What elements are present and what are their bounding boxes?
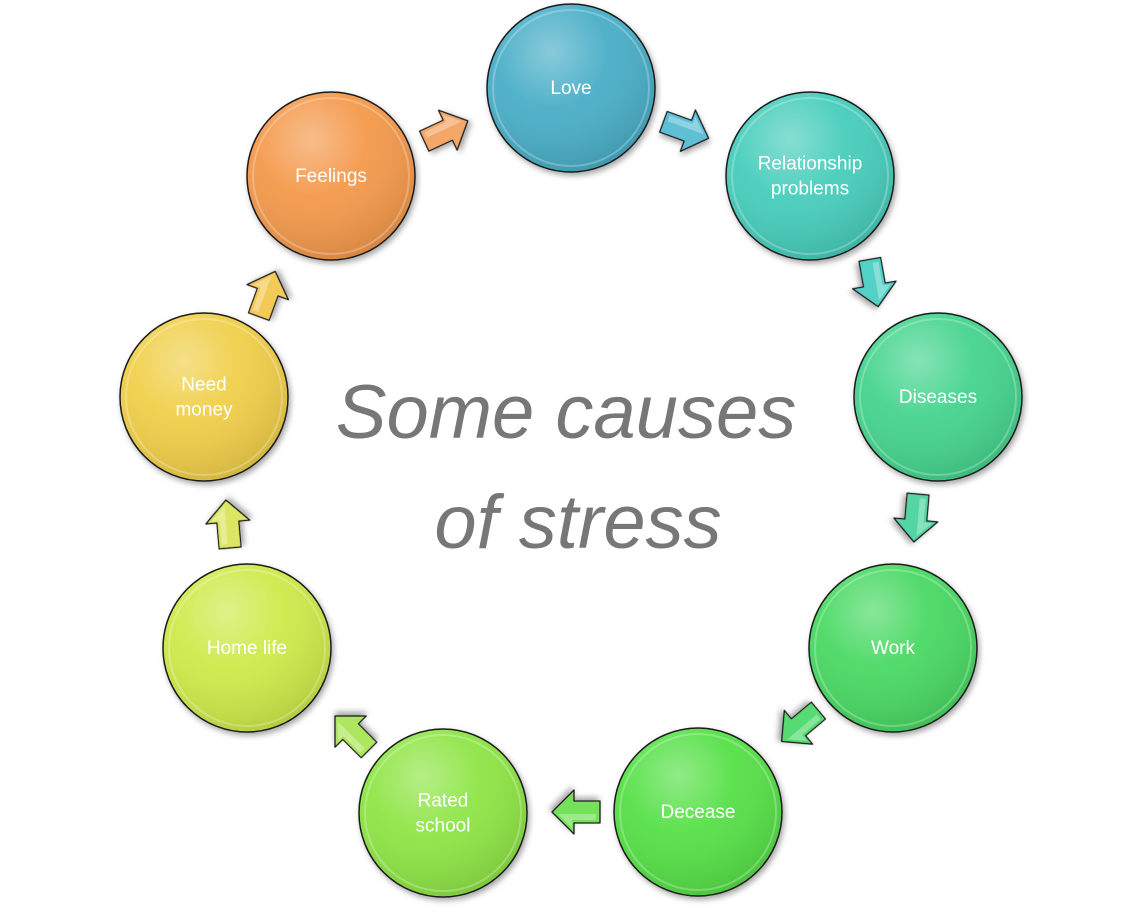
- flow-arrow-highlight: [424, 114, 462, 138]
- cause-circle-gloss: [727, 93, 893, 259]
- cause-circle-inner-ring: [492, 9, 650, 167]
- flow-arrow-icon: [205, 499, 251, 550]
- cause-circle-inner-ring: [125, 318, 283, 476]
- cause-circle-inner-ring: [364, 734, 522, 892]
- flow-arrow-highlight: [916, 498, 932, 537]
- flow-arrow-icon: [852, 256, 897, 308]
- cause-label: Need: [181, 375, 226, 396]
- cause-circle-inner-ring: [859, 318, 1017, 476]
- flow-arrow-highlight: [337, 721, 365, 753]
- cause-circle-gloss: [360, 730, 526, 896]
- flow-arrow-highlight: [252, 276, 272, 313]
- cause-circle-inner-ring: [252, 97, 410, 255]
- cause-label: money: [175, 400, 233, 421]
- title-line-1: Some causes: [336, 370, 796, 455]
- flow-arrow-shape: [205, 499, 251, 550]
- cause-circle-inner-ring: [814, 569, 972, 727]
- cause-circle-inner-ring: [619, 733, 777, 891]
- flow-arrow-shape: [418, 109, 469, 152]
- arrow-group: [205, 109, 939, 835]
- cause-circle-gloss: [855, 314, 1021, 480]
- cause-label: school: [416, 816, 471, 837]
- cause-node-decease: Decease: [613, 727, 783, 897]
- cause-circle-gloss: [248, 93, 414, 259]
- flow-arrow-shape: [893, 492, 939, 543]
- cause-circle-gloss: [121, 314, 287, 480]
- flow-arrow-icon: [418, 109, 469, 152]
- flow-arrow-shape: [246, 270, 290, 321]
- cause-circle-inner-ring: [168, 569, 326, 727]
- flow-arrow-icon: [659, 109, 710, 153]
- cause-label: Work: [871, 638, 915, 659]
- cause-label: problems: [771, 179, 849, 200]
- flow-arrow-shape: [780, 701, 827, 745]
- cause-label: Decease: [661, 802, 736, 823]
- cause-label: Rated: [418, 791, 469, 812]
- flow-arrow-shape: [334, 715, 378, 759]
- flow-arrow-icon: [893, 492, 939, 543]
- flow-arrow-highlight: [872, 261, 891, 301]
- cause-node-relationship-problems: Relationship problems: [725, 91, 895, 261]
- title-line-2: of stress: [434, 480, 721, 565]
- cause-circle-gloss: [810, 565, 976, 731]
- cause-circle-gloss: [164, 565, 330, 731]
- flow-arrow-highlight: [667, 115, 704, 135]
- flow-arrow-highlight: [787, 714, 821, 741]
- cause-circle-gloss: [488, 5, 654, 171]
- cause-circle-inner-ring: [731, 97, 889, 255]
- cause-node-work: Work: [808, 563, 978, 733]
- cause-node-need-money: Need money: [119, 312, 289, 482]
- flow-arrow-icon: [780, 701, 827, 745]
- cause-label: Love: [550, 78, 591, 99]
- flow-arrow-shape: [852, 256, 897, 308]
- flow-arrow-icon: [246, 270, 290, 321]
- flow-arrow-icon: [551, 789, 601, 835]
- cause-node-love: Love: [486, 3, 656, 173]
- cause-node-diseases: Diseases: [853, 312, 1023, 482]
- cause-label: Feelings: [295, 166, 367, 187]
- cause-circle-gloss: [615, 729, 781, 895]
- flow-arrow-shape: [551, 789, 601, 835]
- cause-node-rated-school: Rated school: [358, 728, 528, 898]
- cause-label: Home life: [207, 638, 287, 659]
- cause-node-feelings: Feelings: [246, 91, 416, 261]
- cause-label: Relationship: [758, 154, 863, 175]
- flow-arrow-shape: [659, 109, 710, 153]
- flow-arrow-highlight: [558, 814, 596, 828]
- cause-label: Diseases: [899, 387, 977, 408]
- flow-arrow-icon: [334, 715, 378, 759]
- cause-node-home-life: Home life: [162, 563, 332, 733]
- flow-arrow-highlight: [211, 506, 228, 545]
